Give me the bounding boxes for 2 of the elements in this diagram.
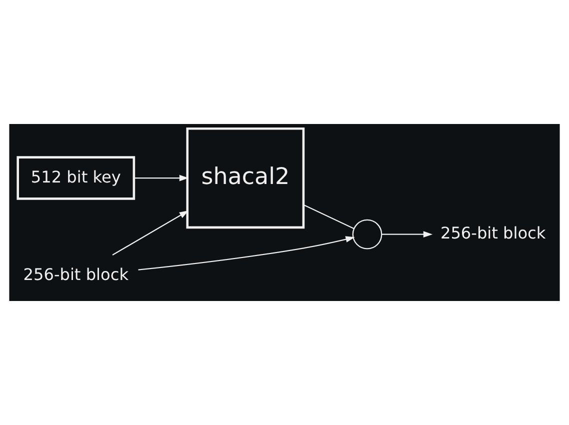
node-text: 256-bit block xyxy=(23,264,129,284)
node-text: 256-bit block xyxy=(440,224,546,243)
